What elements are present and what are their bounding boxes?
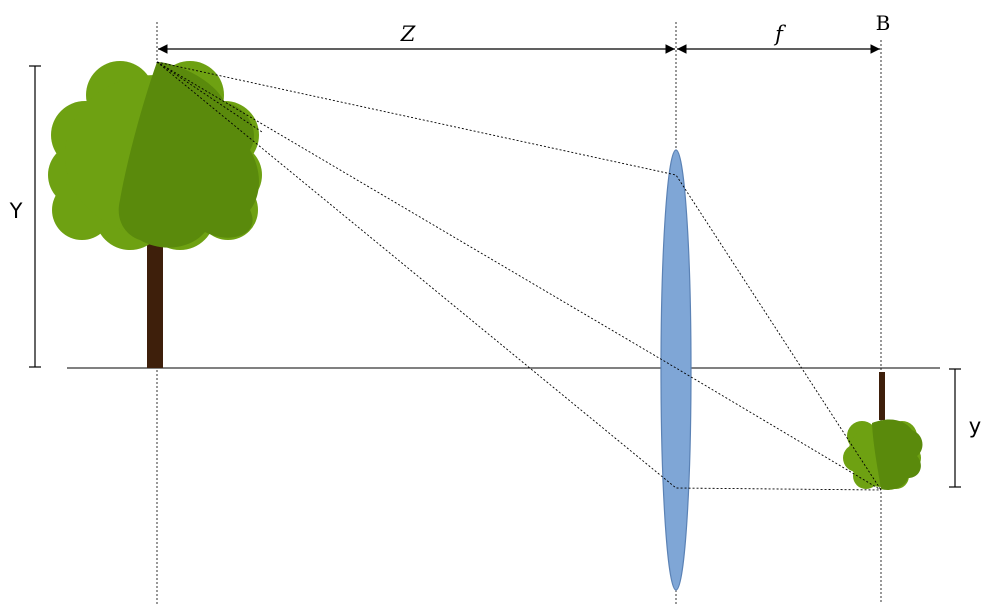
ray-bottom <box>156 61 882 491</box>
y-image-bracket <box>949 368 961 488</box>
object-tree-trunk <box>147 240 163 368</box>
image-tree-trunk <box>879 372 885 420</box>
y-object-bracket <box>29 65 41 368</box>
ray-top <box>156 61 882 491</box>
label-object-distance: Z <box>400 22 416 46</box>
ray-center <box>156 61 882 491</box>
rays <box>156 61 882 491</box>
image-tree <box>843 372 923 490</box>
image-tree-shade <box>872 419 923 490</box>
label-image-plane: B <box>876 11 891 35</box>
label-focal-length: f <box>773 22 786 46</box>
object-tree <box>48 61 262 368</box>
object-tree-shade <box>118 62 260 248</box>
label-image-height: y <box>969 414 981 438</box>
ray-axis-parallel <box>156 61 263 133</box>
label-object-height: Y <box>9 199 23 223</box>
lens <box>660 149 692 591</box>
